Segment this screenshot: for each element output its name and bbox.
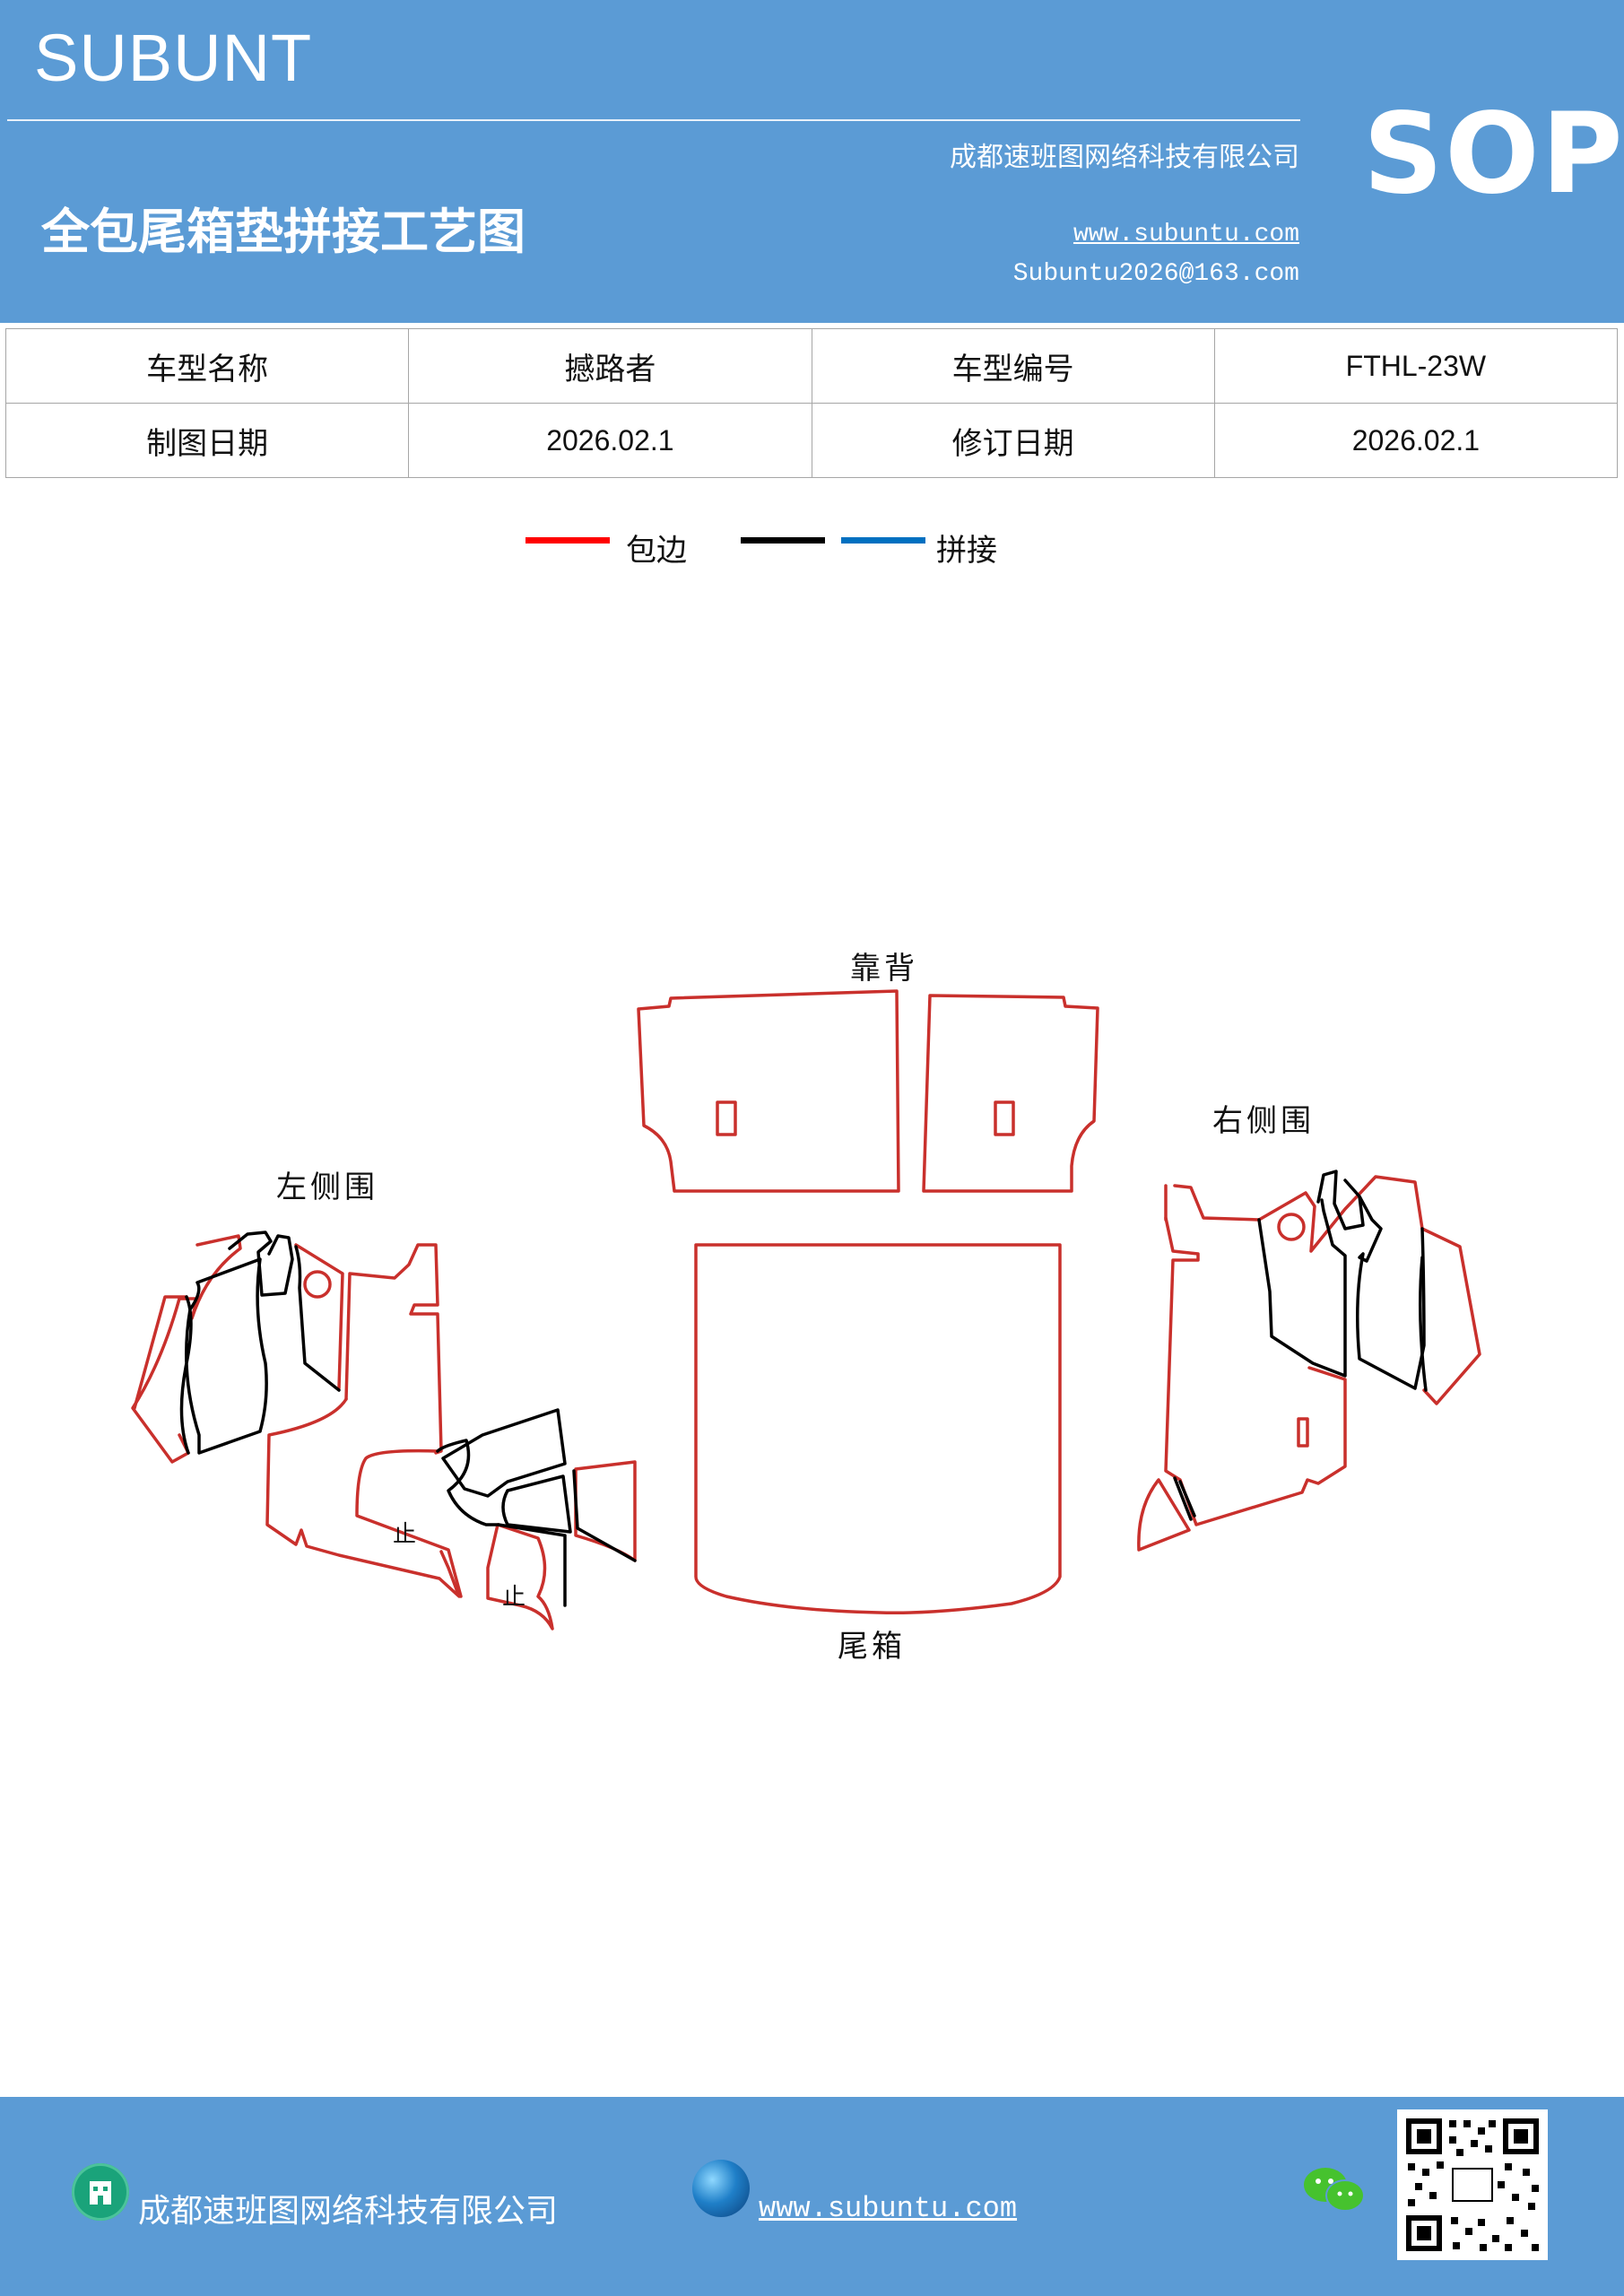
right-ring-marker [1277,1213,1306,1241]
left-side-panel-main [265,1397,461,1598]
legend-label-seam: 拼接 [936,533,997,569]
table-cell-value: 撼路者 [408,328,812,404]
table-cell-label: 车型名称 [4,328,410,404]
left-seam-lines [179,1257,268,1455]
header-url-link[interactable]: www.subuntu.com [1073,221,1299,248]
table-row: 制图日期 2026.02.1 修订日期 2026.02.1 [4,403,1619,478]
right-lower-wedge [1137,1478,1191,1552]
footer-banner: 成都速班图网络科技有限公司 www.subuntu.com [0,2097,1624,2296]
footer-company: 成都速班图网络科技有限公司 [138,2193,559,2230]
left-side-panel-outer [131,1234,242,1464]
label-stop-2: 止 [502,1584,526,1611]
left-ring-marker [303,1270,332,1299]
legend-swatch-seam-black [741,537,825,544]
table-cell-label: 车型编号 [811,328,1215,404]
label-right-side: 右侧围 [1212,1103,1315,1139]
header-company: 成都速班图网络科技有限公司 [950,142,1299,173]
backrest-left-slot [716,1100,737,1136]
sop-badge: SOP [1363,90,1624,219]
right-seam-lines [1257,1198,1347,1378]
qr-code[interactable] [1397,2109,1548,2260]
backrest-right-slot [994,1100,1015,1136]
left-seam-lines-2 [228,1231,294,1297]
document-title: 全包尾箱垫拼接工艺图 [41,204,525,260]
table-cell-label: 制图日期 [4,403,410,478]
vehicle-info-table: 车型名称 撼路者 车型编号 FTHL-23W 制图日期 2026.02.1 修订… [4,328,1619,478]
backrest-right-piece [922,994,1099,1193]
header-email: Subuntu2026@163.com [1012,260,1299,288]
right-side-panel-outer [1173,1175,1481,1405]
legend-swatch-seam-blue [841,537,925,544]
header-divider [7,119,1300,121]
left-side-tab [294,1243,443,1455]
left-small-piece-1 [486,1523,554,1631]
legend: 包边 拼接 [0,520,1624,574]
table-cell-value: 2026.02.1 [1213,403,1619,478]
table-cell-value: 2026.02.1 [408,403,812,478]
label-stop-1: 止 [393,1521,417,1548]
footer-url-link[interactable]: www.subuntu.com [759,2192,1018,2225]
backrest-left-piece [637,989,900,1193]
left-floor-seam [436,1439,500,1526]
label-trunk: 尾箱 [838,1629,906,1665]
brand-name: SUBUNT [34,21,313,95]
left-small-piece-2 [574,1460,637,1562]
header-banner: SUBUNT 成都速班图网络科技有限公司 全包尾箱垫拼接工艺图 www.subu… [0,0,1624,323]
left-seam-lines-3 [294,1245,341,1392]
left-floor-piece [355,1448,463,1598]
right-side-slot [1297,1417,1309,1448]
globe-icon [692,2160,750,2217]
legend-label-edge: 包边 [626,533,687,569]
right-side-panel-main [1164,1216,1347,1526]
right-seam-lines-2 [1316,1170,1365,1231]
table-cell-label: 修订日期 [811,403,1215,478]
building-icon [72,2163,129,2221]
label-left-side: 左侧围 [276,1170,378,1205]
table-row: 车型名称 撼路者 车型编号 FTHL-23W [4,328,1619,404]
trunk-floor-piece [694,1243,1062,1615]
right-seam-lines-3 [1356,1195,1426,1390]
table-cell-value: FTHL-23W [1213,328,1619,404]
legend-swatch-edge [525,537,610,544]
wechat-icon[interactable] [1300,2163,1368,2217]
right-seam-lines-4 [1173,1256,1428,1521]
left-small-piece-seams [441,1408,637,1607]
label-backrest: 靠背 [850,951,918,987]
